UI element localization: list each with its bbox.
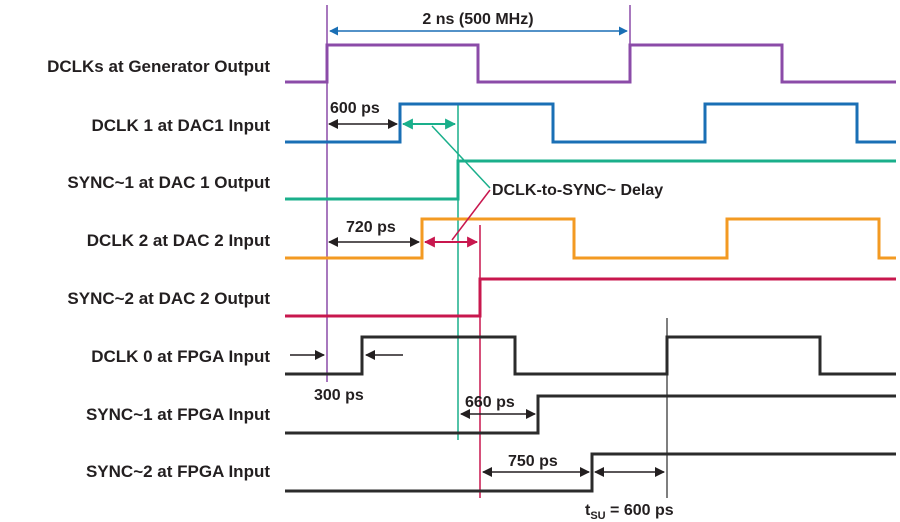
waveform-dclk0-fpga <box>285 335 896 376</box>
waveform-dclk2-dac2 <box>285 217 896 260</box>
period-label: 2 ns (500 MHz) <box>422 11 533 28</box>
setup-time-subscript: SU <box>590 510 605 522</box>
signal-labels: DCLKs at Generator Output DCLK 1 at DAC1… <box>47 57 270 481</box>
signal-label-dclk1-dac1: DCLK 1 at DAC1 Input <box>92 116 271 135</box>
signal-label-dclks-generator: DCLKs at Generator Output <box>47 57 270 76</box>
setup-time-symbol: t <box>585 502 591 519</box>
setup-time-value: = 600 ps <box>606 502 674 519</box>
callout-leader-green <box>431 125 491 189</box>
waveform-dclk1-dac1 <box>285 102 896 144</box>
signal-label-sync1-dac1: SYNC~1 at DAC 1 Output <box>67 173 270 192</box>
signal-label-dclk2-dac2: DCLK 2 at DAC 2 Input <box>87 231 271 250</box>
signal-label-sync2-dac2: SYNC~2 at DAC 2 Output <box>67 289 270 308</box>
waveform-sync2-dac2 <box>285 277 896 318</box>
dclk2-delay-label: 720 ps <box>346 219 396 236</box>
reference-lines <box>326 5 668 498</box>
signal-label-sync1-fpga: SYNC~1 at FPGA Input <box>86 405 270 424</box>
waveforms <box>285 43 896 493</box>
sync1-fpga-delay-label: 660 ps <box>465 394 515 411</box>
signal-label-dclk0-fpga: DCLK 0 at FPGA Input <box>91 347 270 366</box>
waveform-sync2-fpga <box>285 452 896 493</box>
annotation-arrows <box>290 26 665 477</box>
signal-label-sync2-fpga: SYNC~2 at FPGA Input <box>86 462 270 481</box>
dclk1-delay-label: 600 ps <box>330 100 380 117</box>
waveform-dclks-generator <box>285 43 896 84</box>
waveform-sync1-dac1 <box>285 159 896 201</box>
waveform-sync1-fpga <box>285 394 896 435</box>
sync2-fpga-delay-label: 750 ps <box>508 453 558 470</box>
setup-time-label: tSU = 600 ps <box>585 502 674 522</box>
dclk-to-sync-delay-label: DCLK-to-SYNC~ Delay <box>492 182 663 199</box>
annotation-texts: 2 ns (500 MHz) 600 ps 720 ps DCLK-to-SYN… <box>314 11 674 522</box>
callout-leader-red <box>451 189 491 241</box>
dclk0-delay-label: 300 ps <box>314 387 364 404</box>
